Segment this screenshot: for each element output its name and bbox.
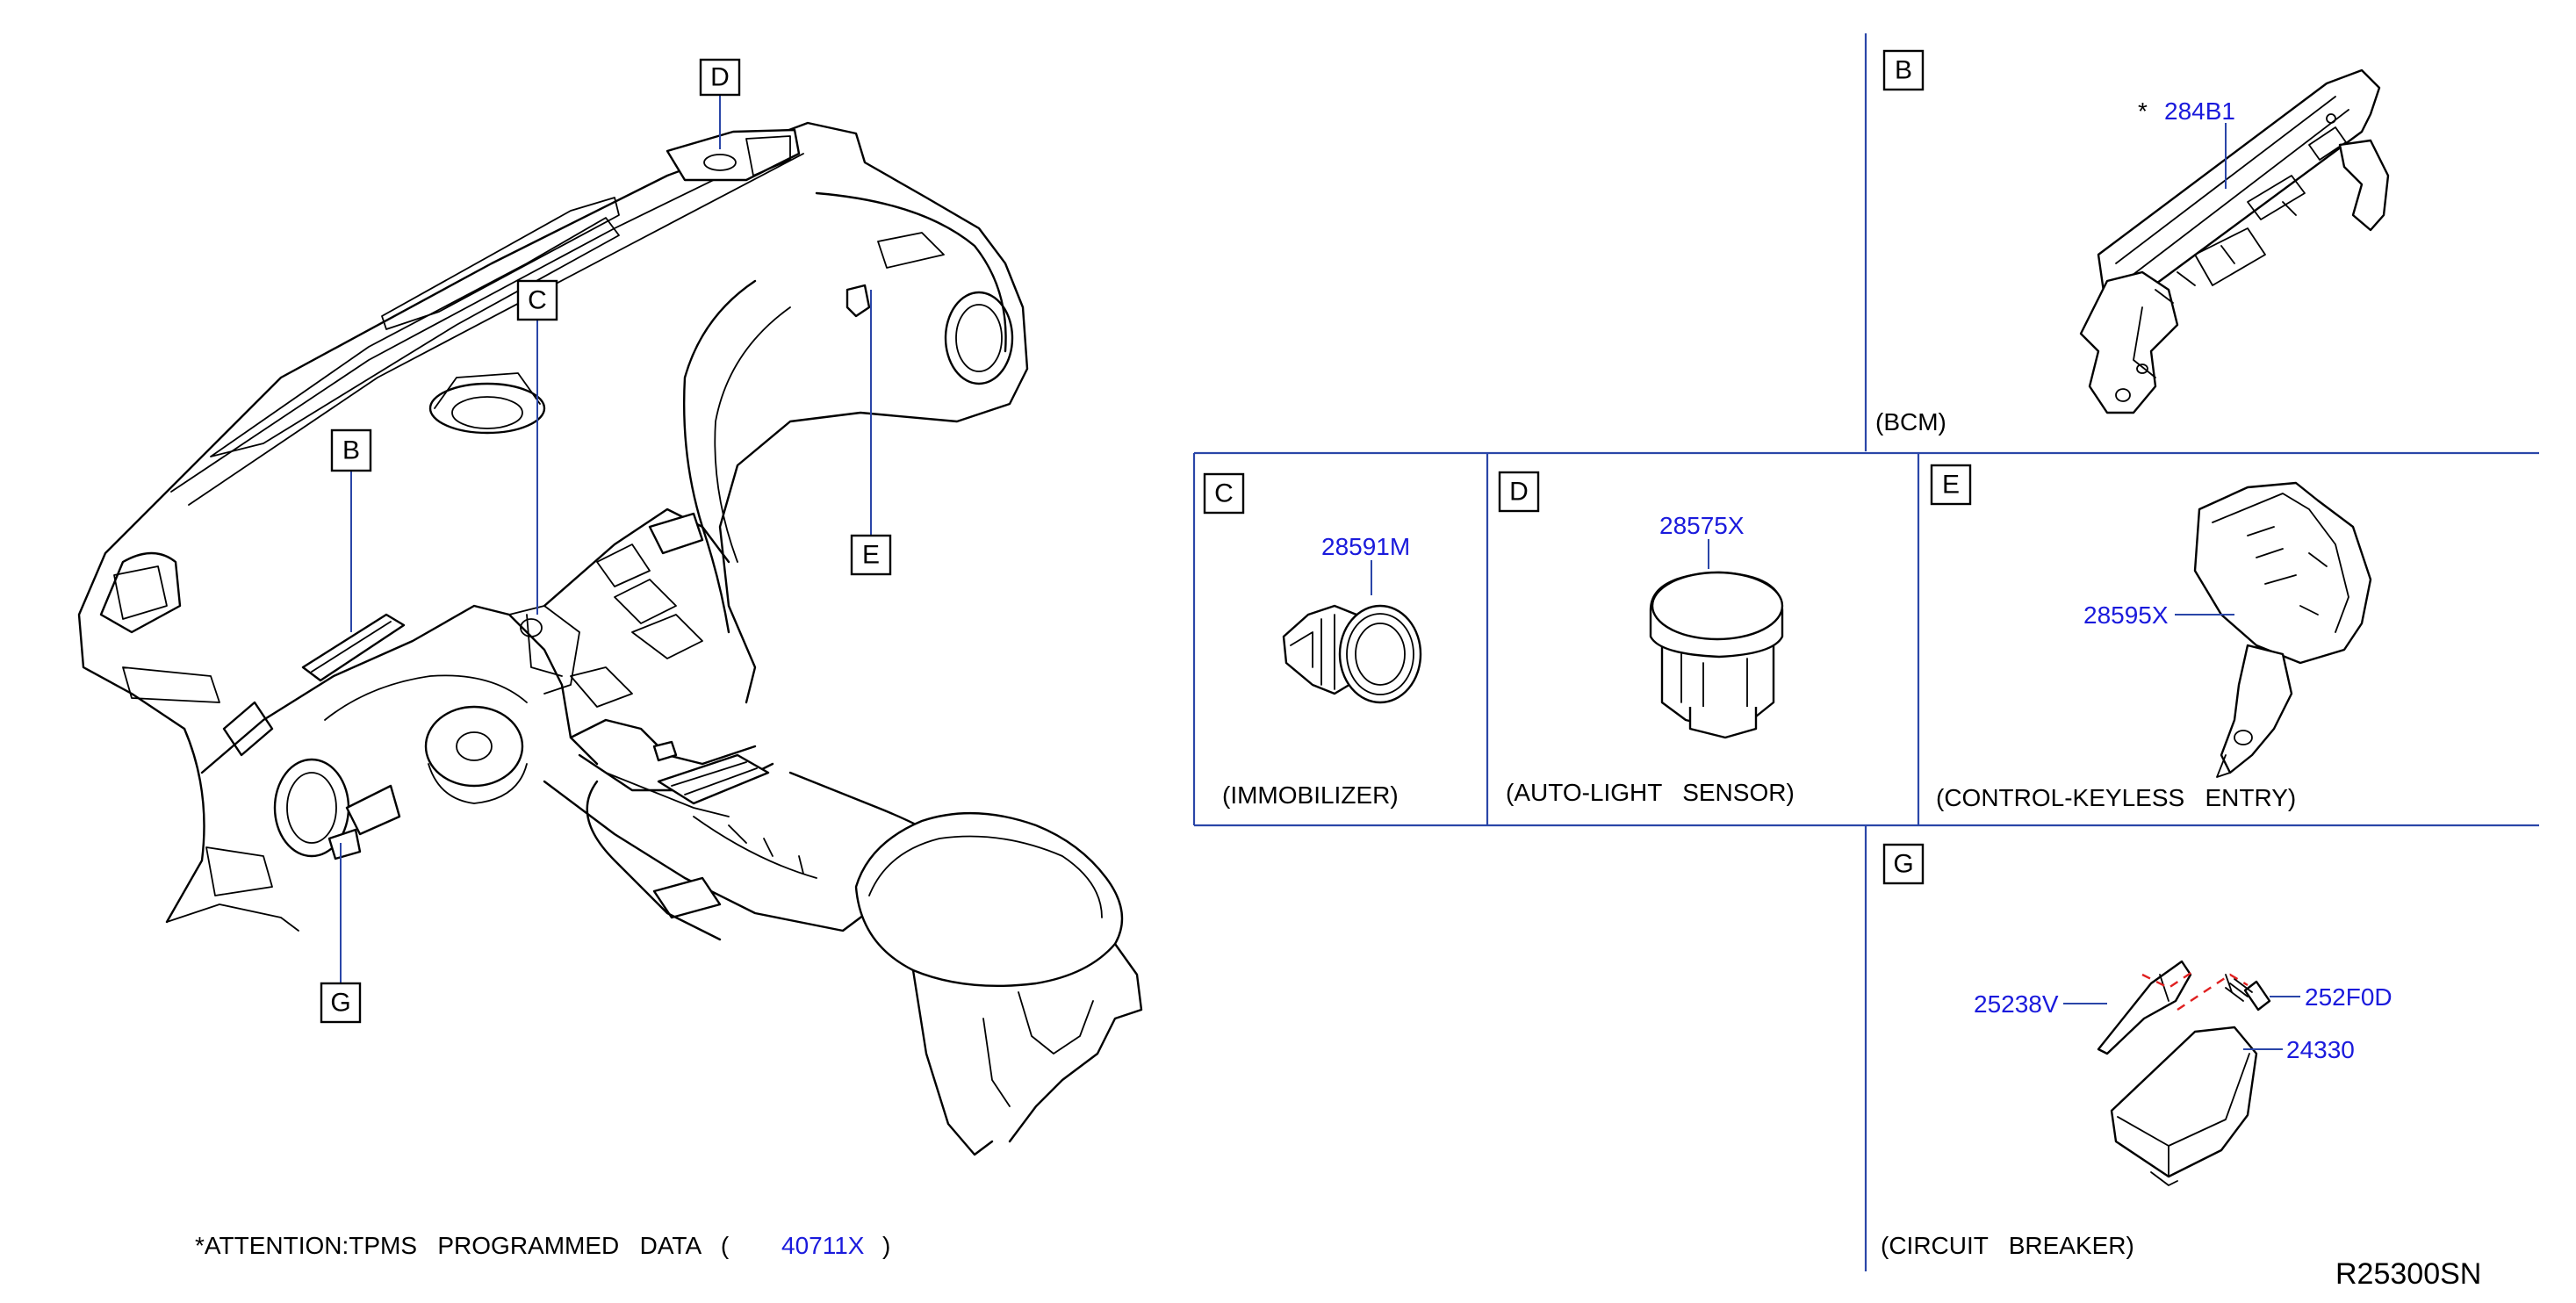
caption-immobilizer: (IMMOBILIZER) bbox=[1222, 781, 1399, 809]
callout-b-main: B bbox=[330, 428, 372, 472]
part-number-auto-light-sensor[interactable]: 28575X bbox=[1659, 512, 1745, 539]
instrument-panel-illustration bbox=[77, 121, 1143, 1156]
caption-bcm: (BCM) bbox=[1875, 408, 1946, 436]
bcm-illustration bbox=[2079, 68, 2390, 414]
svg-text:G: G bbox=[1893, 850, 1913, 879]
svg-text:G: G bbox=[330, 989, 350, 1018]
main-leader-lines bbox=[340, 95, 872, 983]
part-number-bolt[interactable]: 252F0D bbox=[2305, 983, 2393, 1011]
callout-g-main: G bbox=[320, 982, 362, 1024]
part-number-immobilizer[interactable]: 28591M bbox=[1321, 533, 1410, 560]
svg-text:E: E bbox=[862, 541, 880, 570]
caption-circuit-breaker: (CIRCUIT BREAKER) bbox=[1881, 1232, 2134, 1259]
caption-keyless-entry: (CONTROL-KEYLESS ENTRY) bbox=[1936, 784, 2296, 811]
caption-auto-light-sensor: (AUTO-LIGHT SENSOR) bbox=[1506, 779, 1795, 806]
footnote-text: *ATTENTION:TPMS PROGRAMMED DATA ( bbox=[195, 1232, 730, 1259]
svg-text:E: E bbox=[1942, 471, 1960, 500]
part-number-circuit-breaker[interactable]: 24330 bbox=[2286, 1036, 2355, 1063]
footnote-close: ) bbox=[882, 1232, 890, 1259]
svg-text:D: D bbox=[710, 63, 730, 92]
keyless-entry-illustration bbox=[2193, 481, 2372, 778]
immobilizer-illustration bbox=[1282, 604, 1422, 704]
part-number-bracket[interactable]: 25238V bbox=[1974, 990, 2059, 1018]
callout-d-panel: D bbox=[1498, 471, 1540, 513]
callout-b-panel: B bbox=[1882, 49, 1925, 91]
svg-text:B: B bbox=[342, 436, 360, 465]
bcm-asterisk: * bbox=[2138, 97, 2148, 125]
callout-c-main: C bbox=[516, 279, 558, 321]
circuit-breaker-leaders bbox=[2063, 996, 2300, 1050]
svg-text:C: C bbox=[1214, 479, 1234, 508]
callout-g-panel: G bbox=[1882, 843, 1925, 885]
callout-c-panel: C bbox=[1203, 472, 1245, 515]
diagram-reference-code: R25300SN bbox=[2335, 1257, 2481, 1291]
circuit-breaker-illustration bbox=[2097, 960, 2271, 1186]
footnote-part-number[interactable]: 40711X bbox=[781, 1232, 865, 1259]
panel-separators bbox=[1192, 33, 2539, 1271]
svg-text:B: B bbox=[1895, 56, 1912, 85]
svg-text:C: C bbox=[528, 286, 547, 315]
callout-e-panel: E bbox=[1930, 464, 1972, 506]
svg-text:D: D bbox=[1509, 478, 1529, 507]
auto-light-sensor-illustration bbox=[1649, 571, 1784, 739]
part-number-keyless-entry[interactable]: 28595X bbox=[2083, 601, 2169, 629]
callout-d-main: D bbox=[699, 58, 741, 97]
part-number-bcm[interactable]: 284B1 bbox=[2164, 97, 2235, 125]
callout-e-main: E bbox=[850, 534, 892, 576]
